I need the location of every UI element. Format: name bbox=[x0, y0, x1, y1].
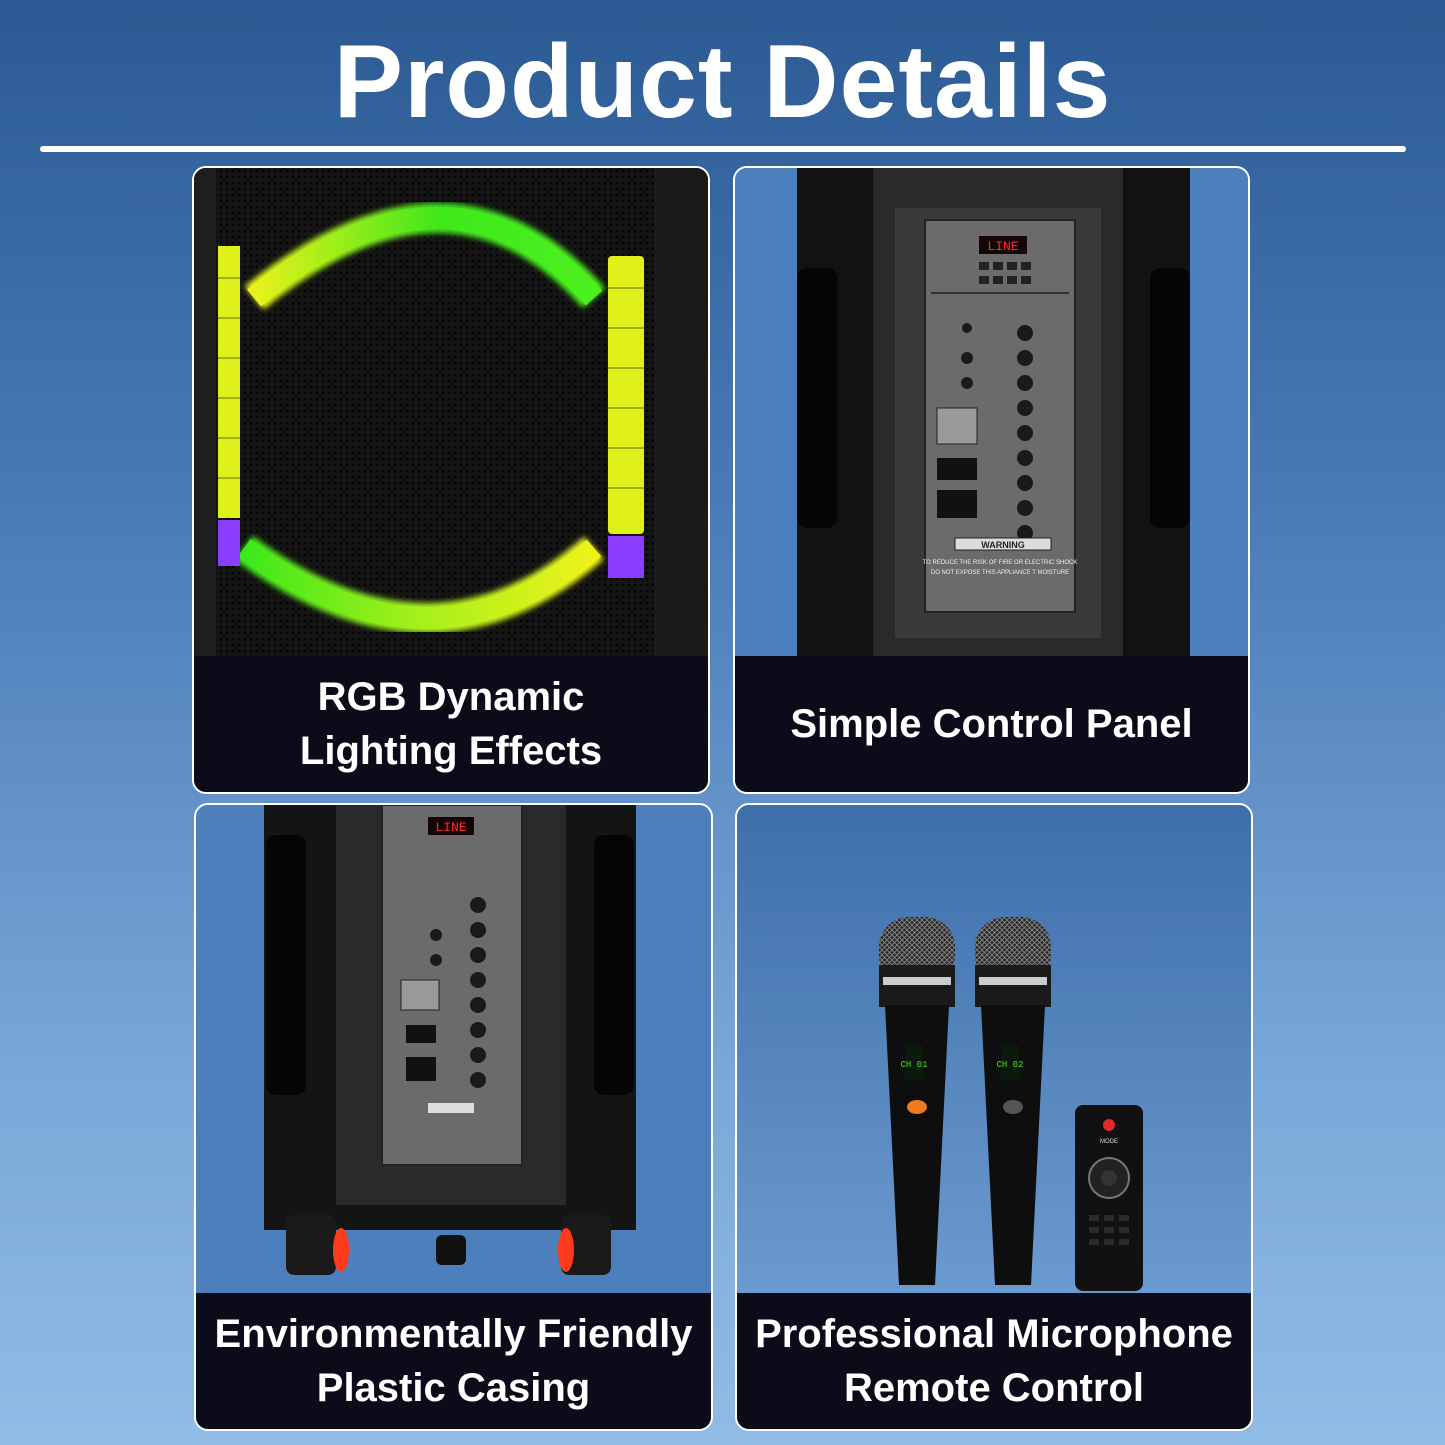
card-plastic-casing: LINE Environmentally Friendly Plastic Ca… bbox=[194, 803, 713, 1431]
panel-display: LINE bbox=[435, 820, 466, 835]
card-rgb-lighting: RGB Dynamic Lighting Effects bbox=[192, 166, 710, 794]
microphone-1: CH 01 bbox=[879, 917, 955, 1285]
caption-line-2: Lighting Effects bbox=[299, 729, 603, 773]
caption-line-1: Simple Control Panel bbox=[790, 702, 1193, 746]
title-divider bbox=[40, 146, 1406, 152]
card-microphones: CH 01 CH 02 MODE bbox=[735, 803, 1253, 1431]
card-caption: Simple Control Panel bbox=[735, 656, 1248, 792]
mic-1-display: CH 01 bbox=[900, 1060, 927, 1070]
panel-display: LINE bbox=[987, 239, 1018, 254]
card-caption: Professional Microphone Remote Control bbox=[737, 1293, 1251, 1429]
panel-warning-text-2: DO NOT EXPOSE THIS APPLIANCE T MOISTURE bbox=[931, 570, 1069, 576]
card-caption: RGB Dynamic Lighting Effects bbox=[194, 656, 708, 792]
card-control-panel: LINE WARNING TO REDUCE THE bbox=[733, 166, 1250, 794]
speaker-front-image bbox=[194, 168, 708, 658]
control-panel-image: LINE WARNING TO REDUCE THE bbox=[735, 168, 1248, 658]
panel-warning-text-1: TO REDUCE THE RISK OF FIRE OR ELECTRIC S… bbox=[923, 560, 1078, 566]
caption-line-1: RGB Dynamic bbox=[317, 675, 585, 719]
page-title: Product Details bbox=[333, 24, 1112, 140]
mic-2-display: CH 02 bbox=[996, 1060, 1023, 1070]
microphone-2: CH 02 bbox=[975, 917, 1051, 1285]
caption-line-2: Plastic Casing bbox=[316, 1366, 591, 1410]
card-caption: Environmentally Friendly Plastic Casing bbox=[196, 1293, 711, 1429]
caption-line-2: Remote Control bbox=[843, 1366, 1144, 1410]
remote-mode-label: MODE bbox=[1100, 1139, 1118, 1145]
caption-line-1: Environmentally Friendly bbox=[214, 1312, 693, 1356]
speaker-back-image: LINE bbox=[196, 805, 711, 1295]
microphones-image: CH 01 CH 02 MODE bbox=[737, 805, 1251, 1295]
panel-warning-label: WARNING bbox=[981, 540, 1025, 550]
caption-line-1: Professional Microphone bbox=[755, 1312, 1233, 1356]
remote-control: MODE bbox=[1075, 1105, 1143, 1291]
